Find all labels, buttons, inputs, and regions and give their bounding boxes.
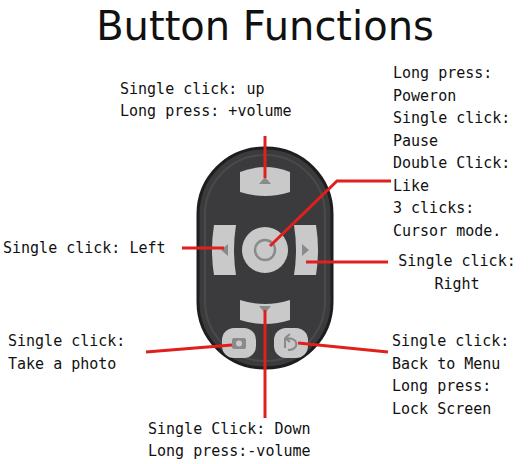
left-icon — [221, 244, 228, 256]
callout-label: Single click: up — [120, 78, 265, 101]
leader-lines — [146, 136, 391, 418]
camera-button — [222, 328, 256, 358]
leader-line — [306, 261, 388, 264]
right-button — [294, 225, 318, 275]
callout-label: Long press: +volume — [120, 100, 292, 123]
camera-icon — [232, 338, 246, 349]
leader-line — [264, 136, 267, 178]
callout-label: Single Click: Down — [148, 418, 311, 441]
leader-line — [146, 345, 232, 352]
camera-lens — [236, 341, 242, 347]
title: Button Functions — [0, 2, 530, 50]
callout-label: Long press: Lock Screen — [392, 375, 522, 420]
callout-label: Single click: Pause — [393, 107, 523, 152]
callout-label: Single click: Right — [392, 250, 522, 295]
leader-line — [264, 310, 267, 418]
back-icon — [285, 334, 296, 350]
left-button — [212, 225, 236, 275]
callout-label: Long press:-volume — [148, 440, 311, 463]
callout-label: Single click: Take a photo — [8, 330, 148, 375]
leader-line — [270, 181, 391, 246]
callout-label: Double Click: Like — [393, 152, 523, 197]
callout-label: Long press: Poweron — [393, 62, 523, 107]
right-icon — [302, 244, 309, 256]
callout-label: 3 clicks: Cursor mode. — [393, 197, 523, 242]
leader-line — [182, 247, 224, 250]
callout-label: Single click: Back to Menu — [392, 330, 522, 375]
up-icon — [259, 177, 271, 184]
callout-label: Single click: Left — [3, 237, 166, 260]
leader-line — [298, 343, 388, 352]
